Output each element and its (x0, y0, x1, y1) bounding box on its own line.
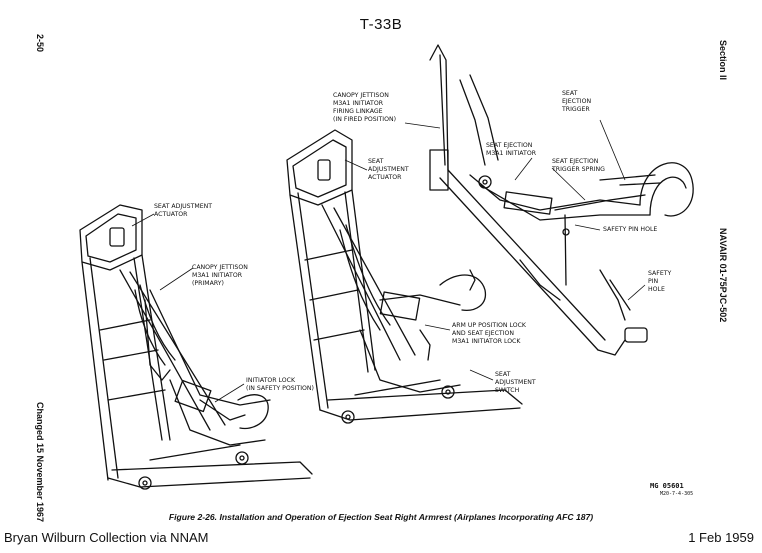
label-seat-adjustment-actuator-middle: SEAT ADJUSTMENT ACTUATOR (368, 158, 409, 181)
page-title: T-33B (359, 16, 403, 33)
label-seat-ejection-trigger-spring: SEAT EJECTION TRIGGER SPRING (552, 158, 605, 173)
label-initiator-lock: INITIATOR LOCK (IN SAFETY POSITION) (246, 377, 314, 392)
label-canopy-firing-linkage: CANOPY JETTISON M3A1 INITIATOR FIRING LI… (333, 92, 397, 123)
collection-credit: Bryan Wilburn Collection via NNAM (4, 530, 209, 545)
figure-caption: Figure 2-26. Installation and Operation … (168, 512, 594, 522)
label-safety-pin-hole-1: SAFETY PIN HOLE (603, 226, 658, 233)
seat-left-drawing (79, 204, 313, 490)
label-seat-adjustment-actuator-left: SEAT ADJUSTMENT ACTUATOR (154, 203, 213, 218)
label-safety-pin-hole-2: SAFETY PIN HOLE (648, 270, 672, 293)
label-seat-ejection-trigger: SEAT EJECTION TRIGGER (562, 90, 592, 113)
seat-right-drawing (429, 44, 694, 356)
label-canopy-jettison-primary: CANOPY JETTISON M3A1 INITIATOR (PRIMARY) (192, 264, 248, 287)
seat-middle-drawing (286, 129, 523, 424)
label-arm-up-position-lock: ARM UP POSITION LOCK AND SEAT EJECTION M… (452, 322, 526, 345)
figure-number: MG 05601 (650, 482, 684, 490)
document-date: 1 Feb 1959 (688, 530, 754, 545)
figure-subnumber: M20-7-4-305 (660, 491, 694, 497)
label-seat-adjustment-switch: SEAT ADJUSTMENT SWITCH (495, 371, 536, 394)
label-seat-ejection-initiator: SEAT EJECTION M3A1 INITIATOR (486, 142, 536, 157)
